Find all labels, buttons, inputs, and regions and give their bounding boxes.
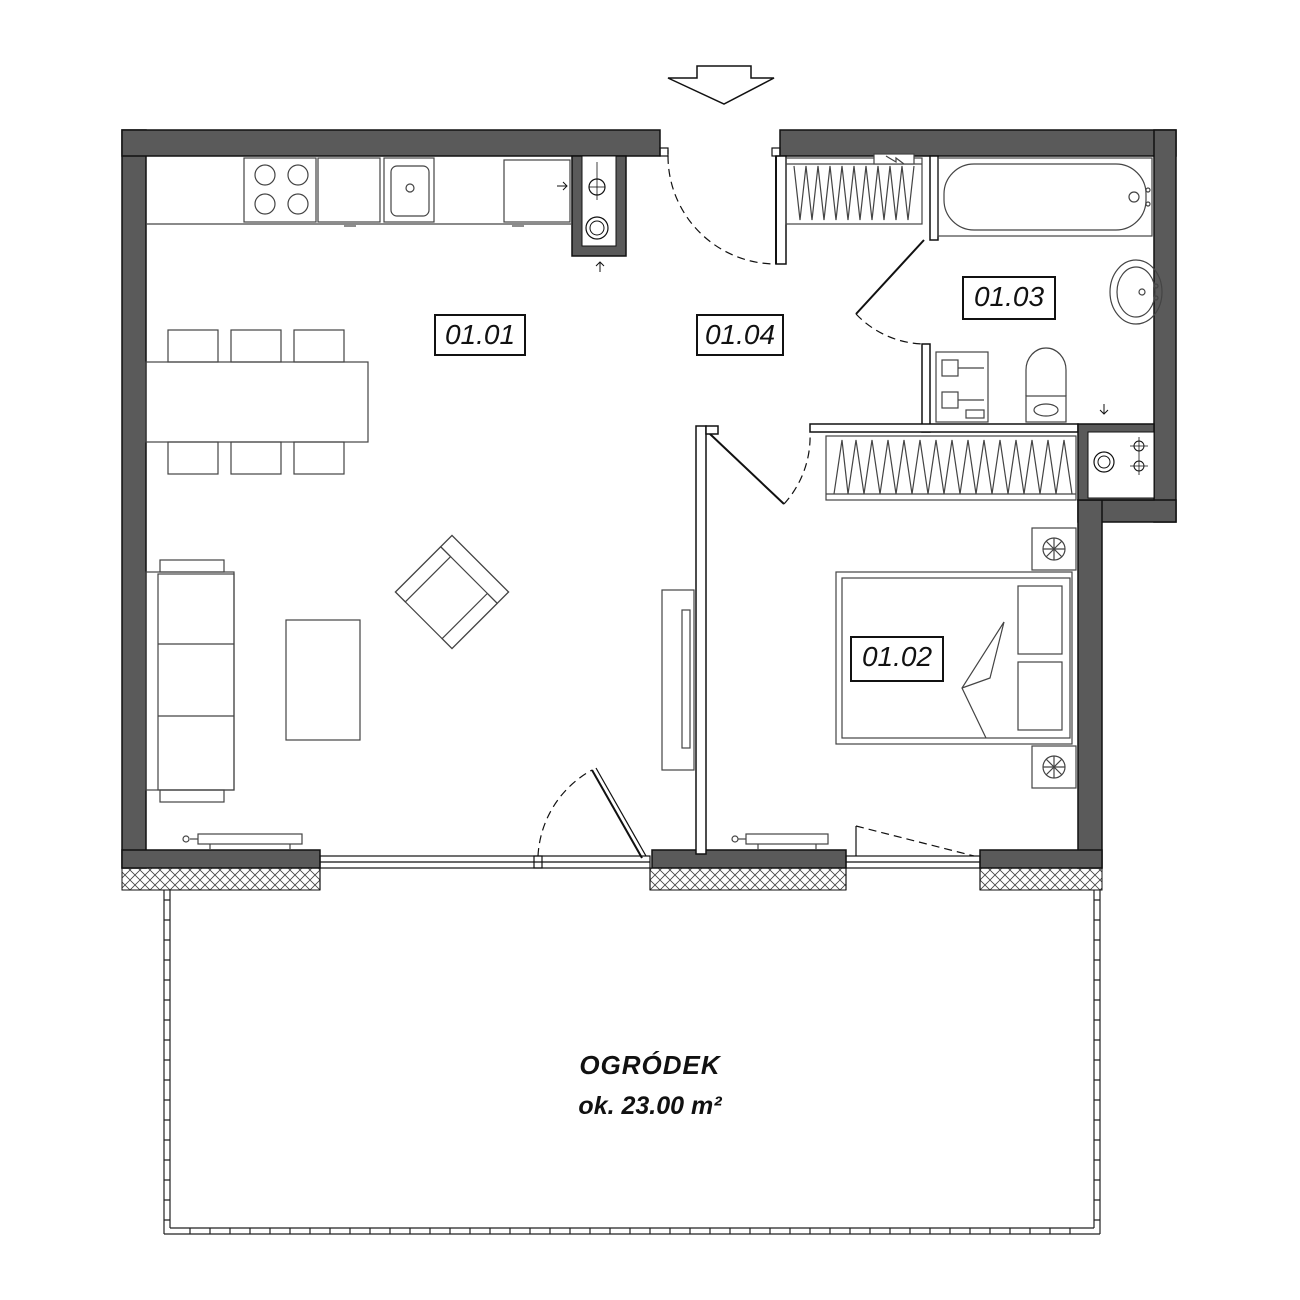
wardrobe-hall bbox=[785, 153, 923, 225]
interior-walls bbox=[695, 155, 1079, 855]
sofa bbox=[145, 559, 235, 803]
washbasin bbox=[1109, 259, 1163, 325]
radiator-living bbox=[182, 833, 303, 850]
radiator-bedroom bbox=[731, 833, 829, 850]
window-living-room bbox=[319, 855, 651, 890]
room-label-01-04: 01.04 bbox=[696, 314, 784, 356]
washing-machine bbox=[935, 351, 989, 423]
bedside-lamp-top bbox=[1031, 527, 1077, 571]
shaft-bathroom bbox=[1077, 404, 1155, 501]
bedside-lamp-bottom bbox=[1031, 745, 1077, 789]
room-label-01-01: 01.01 bbox=[434, 314, 526, 356]
toilet bbox=[1025, 347, 1067, 423]
garden-area: ok. 23.00 m² bbox=[578, 1092, 722, 1120]
bathtub bbox=[937, 157, 1153, 237]
window-bedroom bbox=[845, 855, 981, 890]
living-balcony-door[interactable] bbox=[533, 767, 647, 869]
room-label-01-03: 01.03 bbox=[962, 276, 1056, 320]
outer-walls bbox=[121, 129, 1177, 869]
entrance-door[interactable] bbox=[659, 147, 781, 265]
entrance-arrow-icon bbox=[667, 65, 775, 105]
coffee-table bbox=[285, 619, 361, 741]
armchair bbox=[394, 534, 510, 650]
bedroom-balcony-door[interactable] bbox=[855, 825, 975, 857]
ventilation-shaft bbox=[557, 155, 627, 272]
garden-fence bbox=[163, 890, 1101, 1235]
double-bed bbox=[835, 571, 1073, 745]
kitchen-counter bbox=[146, 157, 572, 227]
facade-insulation bbox=[121, 867, 1103, 891]
bathroom-door[interactable] bbox=[855, 239, 925, 345]
garden-name: OGRÓDEK bbox=[579, 1050, 721, 1080]
tv-cabinet bbox=[661, 589, 695, 771]
wardrobe-bedroom bbox=[825, 435, 1077, 501]
bedroom-door[interactable] bbox=[709, 431, 811, 505]
room-label-01-02: 01.02 bbox=[850, 636, 944, 682]
dining-table bbox=[145, 329, 369, 475]
